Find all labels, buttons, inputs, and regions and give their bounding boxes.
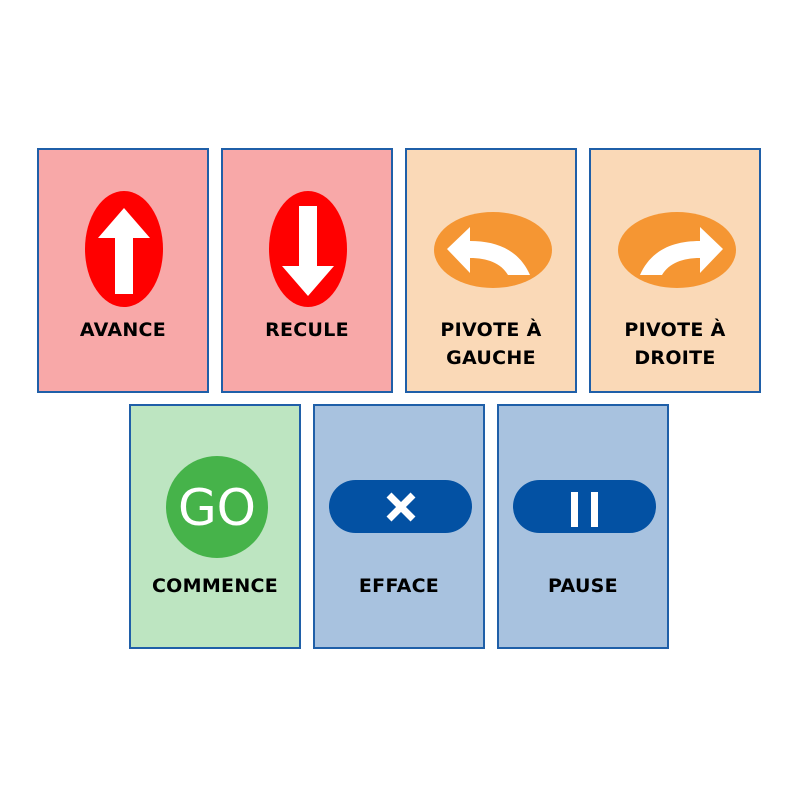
card-label: RECULE — [265, 319, 349, 341]
card-label: PIVOTE À DROITE — [591, 316, 759, 372]
card-efface[interactable]: EFFACE — [313, 404, 485, 649]
card-label-line2: GAUCHE — [446, 347, 536, 369]
card-label-line1: PIVOTE À — [440, 319, 542, 341]
card-pivote-gauche[interactable]: PIVOTE À GAUCHE — [405, 148, 577, 393]
arrow-down-icon — [269, 191, 347, 307]
card-recule[interactable]: RECULE — [221, 148, 393, 393]
turn-left-icon — [434, 212, 552, 288]
card-label: COMMENCE — [151, 575, 279, 597]
arrow-up-icon — [85, 191, 163, 307]
card-label: EFFACE — [358, 575, 440, 597]
card-label: PAUSE — [548, 575, 618, 597]
card-label: PIVOTE À GAUCHE — [407, 316, 575, 372]
card-avance[interactable]: AVANCE — [37, 148, 209, 393]
card-label-line1: PIVOTE À — [624, 319, 726, 341]
go-icon-text: GO — [178, 479, 256, 537]
turn-right-icon — [618, 212, 736, 288]
clear-x-icon — [329, 480, 472, 533]
card-label: AVANCE — [79, 319, 167, 341]
card-commence[interactable]: GO COMMENCE — [129, 404, 301, 649]
card-pause[interactable]: PAUSE — [497, 404, 669, 649]
card-label-line2: DROITE — [634, 347, 716, 369]
card-pivote-droite[interactable]: PIVOTE À DROITE — [589, 148, 761, 393]
go-icon: GO — [166, 456, 268, 558]
pause-icon — [513, 480, 656, 533]
